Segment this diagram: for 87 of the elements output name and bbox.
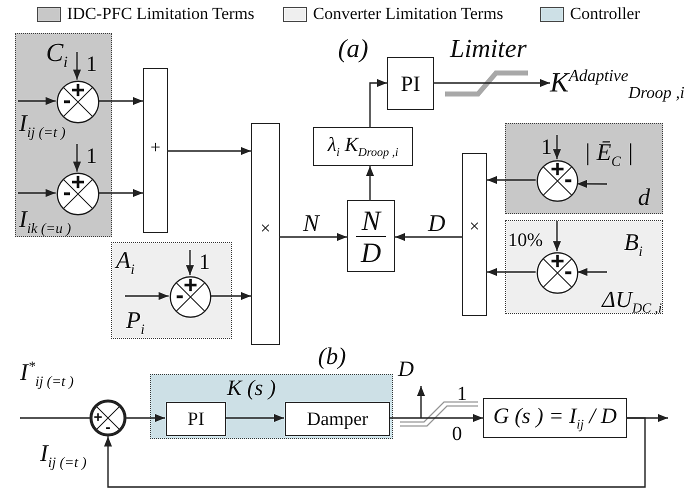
legend-label: IDC-PFC Limitation Terms — [67, 5, 254, 22]
signal-label: I$_{ik (=u )}$ — [19, 208, 72, 236]
signal-label: 10% — [508, 231, 543, 250]
arrow — [73, 144, 81, 172]
arrow — [395, 233, 462, 241]
arrow — [18, 97, 56, 105]
arrow — [552, 221, 561, 252]
operator-sign: × — [468, 217, 481, 235]
sign-label: - — [63, 88, 71, 113]
sign-label: - — [564, 168, 572, 192]
panel-title: C$_{i}$ — [46, 40, 68, 71]
operator-block — [462, 153, 487, 316]
arrow — [366, 166, 374, 200]
arrow — [225, 414, 284, 422]
signal-label: ΔU$_{DC ,i}$ — [602, 288, 662, 315]
sign-label: + — [184, 274, 198, 298]
diagram-label: (a) — [338, 36, 368, 62]
sign-label: - — [63, 180, 71, 205]
arrow — [98, 189, 143, 197]
arrow — [552, 135, 561, 160]
arrow — [73, 52, 81, 80]
block-text: Damper — [306, 410, 368, 428]
sign-label: + — [550, 250, 564, 274]
transfer-block — [483, 398, 627, 438]
sign-label: + — [71, 78, 85, 103]
diagram-label: 1 — [457, 384, 467, 404]
operator-sign: + — [149, 138, 162, 156]
panel-title: A$_{i}$ — [116, 249, 135, 278]
group-panel — [505, 123, 663, 214]
legend-label: Converter Limitation Terms — [313, 5, 504, 22]
sign-label: + — [71, 170, 85, 195]
operator-sign: × — [259, 219, 272, 237]
group-panel — [111, 242, 232, 339]
signal-label: 1 — [86, 145, 97, 167]
panel-title: d — [638, 186, 650, 210]
arrow — [280, 233, 347, 241]
arrow — [487, 268, 536, 276]
diagram-label: Limiter — [450, 36, 527, 62]
arrow — [389, 414, 483, 422]
block-text: λ$_{i}$ K$_{Droop ,i}$ — [328, 135, 398, 158]
arrow — [126, 414, 165, 422]
legend-label: Controller — [570, 5, 640, 22]
transfer-block — [166, 402, 226, 436]
arrow — [434, 79, 550, 87]
divider-block — [347, 200, 395, 272]
fraction-term: N — [360, 208, 382, 236]
arrow — [417, 386, 425, 418]
operator-block — [251, 123, 280, 345]
arrow — [487, 176, 536, 184]
arrow — [577, 268, 607, 276]
arrow — [369, 79, 387, 127]
signal-label: I$_{ij (=t )}$ — [19, 112, 66, 140]
signal-label: 1 — [199, 251, 210, 273]
signal-label: P$_{i}$ — [126, 308, 145, 337]
block-text: PI — [188, 410, 204, 428]
arrow — [18, 189, 56, 197]
signal-label: D — [398, 358, 414, 380]
arrow — [186, 250, 194, 276]
transfer-block — [387, 57, 434, 110]
panel-title: B$_{i}$ — [624, 231, 643, 260]
arrow — [168, 147, 251, 155]
group-panel — [15, 33, 112, 237]
diagram-label: (b) — [318, 345, 346, 369]
sign-label: - — [106, 419, 110, 434]
panel-title: K (s ) — [227, 377, 276, 399]
transfer-block — [313, 127, 413, 166]
signal-label: 1 — [541, 136, 552, 158]
arrow — [577, 180, 607, 188]
sign-label: - — [564, 260, 572, 284]
operator-block — [143, 68, 168, 233]
group-panel — [150, 374, 393, 439]
arrow — [104, 417, 646, 488]
fraction-term: D — [360, 240, 382, 268]
diagram-label: 0 — [452, 424, 462, 444]
block-text: PI — [400, 72, 420, 94]
diagram-label: I$_{ij (=t )}$ — [40, 442, 86, 470]
arrow — [98, 97, 143, 105]
group-panel — [505, 220, 663, 314]
arrow — [210, 292, 251, 300]
sign-label: - — [176, 284, 184, 308]
sign-label: + — [550, 158, 564, 182]
arrow — [125, 292, 169, 300]
sign-label: + — [94, 410, 102, 425]
signal-label: 1 — [86, 53, 97, 75]
transfer-block — [285, 402, 390, 436]
signal-label: | Ē$_{C}$ | — [584, 141, 634, 170]
block-text: G (s ) = I$_{ij}$ / D — [493, 405, 617, 431]
